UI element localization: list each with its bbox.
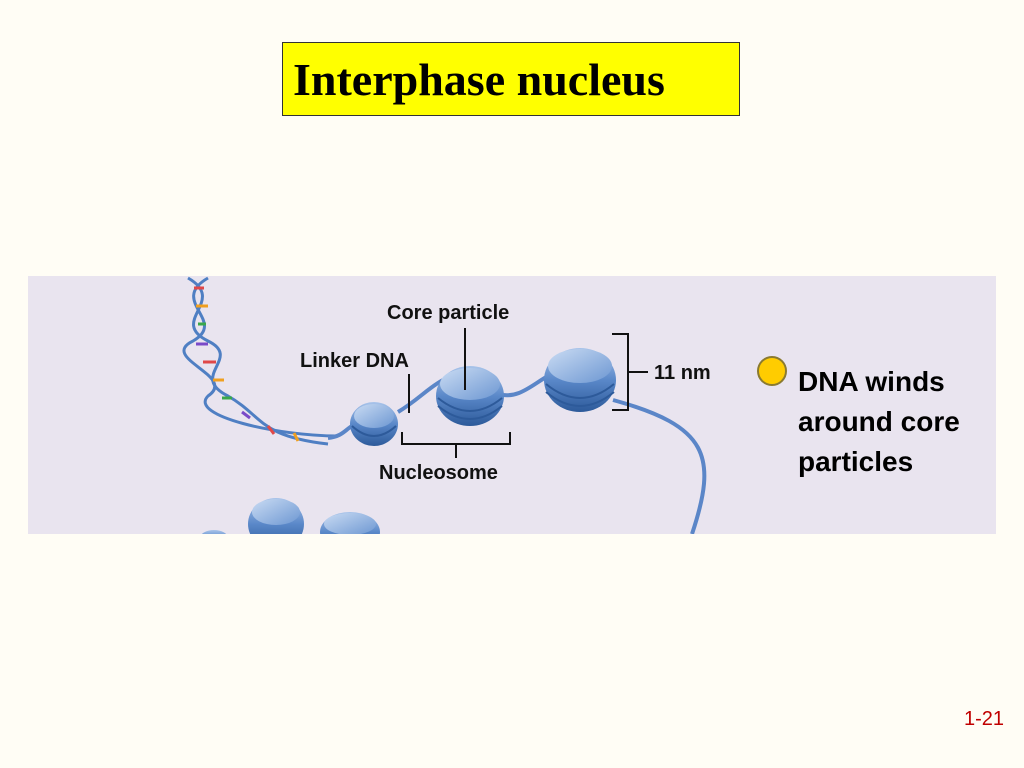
nucleosome-diagram-panel: Core particle Linker DNA Nucleosome 11 n… <box>28 276 996 534</box>
slide-number: 1-21 <box>963 708 1004 730</box>
title-box: Interphase nucleus <box>282 42 740 116</box>
core-particle-label: Core particle <box>387 302 510 324</box>
slide-title: Interphase nucleus <box>293 54 665 105</box>
nucleosome-bead-3 <box>544 348 616 412</box>
nucleosome-label: Nucleosome <box>379 462 498 484</box>
nucleosome-diagram <box>182 276 707 534</box>
nucleosome-bead-2 <box>436 366 504 426</box>
bullet-text: DNA winds around core particles <box>798 366 960 477</box>
bullet-circle-icon <box>757 356 787 386</box>
nucleosome-bead-bottom <box>201 498 380 534</box>
linker-dna-label: Linker DNA <box>300 350 409 372</box>
label-pointers <box>401 328 648 458</box>
nucleosome-bead-1 <box>350 402 398 446</box>
dna-double-helix <box>182 276 339 446</box>
size-11nm-label: 11 nm <box>654 362 711 384</box>
